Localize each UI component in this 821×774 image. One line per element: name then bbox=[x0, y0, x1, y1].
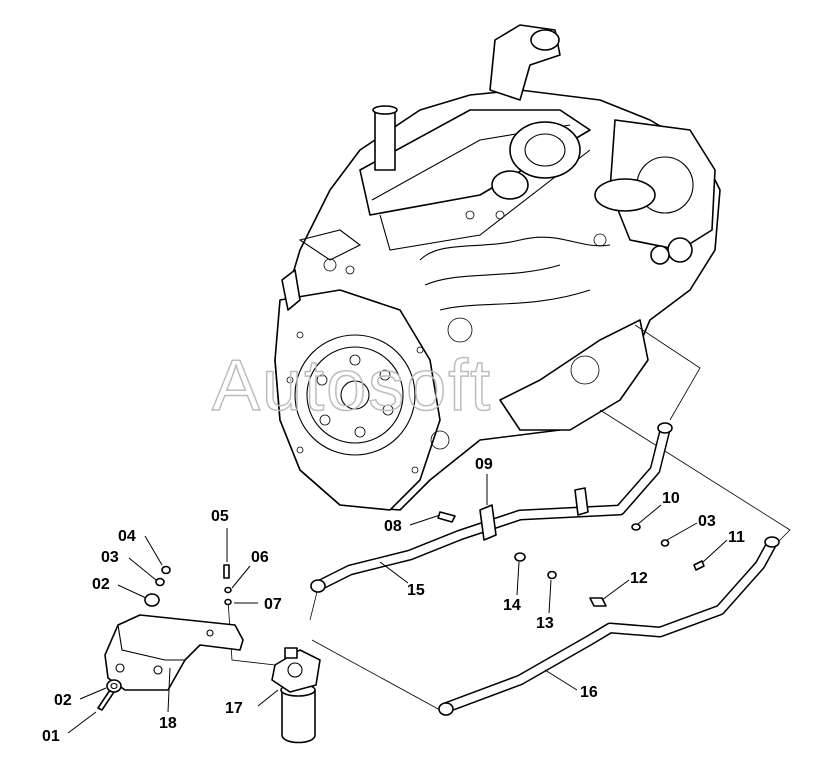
callout-11: 11 bbox=[728, 529, 745, 546]
callout-13: 13 bbox=[536, 615, 554, 632]
callout-14: 14 bbox=[503, 597, 521, 614]
engine-assembly bbox=[274, 24, 721, 511]
callout-08: 08 bbox=[384, 518, 402, 535]
callout-06: 06 bbox=[251, 549, 269, 566]
callout-12: 12 bbox=[630, 570, 648, 587]
callout-17: 17 bbox=[225, 700, 243, 717]
callout-07: 07 bbox=[264, 596, 282, 613]
filter-bracket bbox=[104, 614, 244, 691]
callout-15: 15 bbox=[407, 582, 425, 599]
callout-02-upper: 02 bbox=[92, 576, 110, 593]
callout-16: 16 bbox=[580, 684, 598, 701]
callout-10: 10 bbox=[662, 490, 680, 507]
oil-filter bbox=[271, 647, 321, 744]
lower-hose bbox=[438, 536, 780, 716]
callout-01: 01 bbox=[42, 728, 60, 745]
callout-02-lower: 02 bbox=[54, 692, 72, 709]
callout-03-clamp: 03 bbox=[698, 513, 716, 530]
callout-18: 18 bbox=[159, 715, 177, 732]
upper-hose bbox=[310, 422, 673, 593]
callout-04: 04 bbox=[118, 528, 136, 545]
callout-09: 09 bbox=[475, 456, 493, 473]
leader-lines bbox=[67, 474, 728, 734]
watermark: Autosoft bbox=[212, 346, 492, 426]
hardware bbox=[97, 511, 705, 711]
callout-05: 05 bbox=[211, 508, 229, 525]
callout-03-bracket: 03 bbox=[101, 549, 119, 566]
callout-labels: 01 02 02 03 04 05 06 07 08 09 10 03 11 1… bbox=[42, 456, 745, 745]
